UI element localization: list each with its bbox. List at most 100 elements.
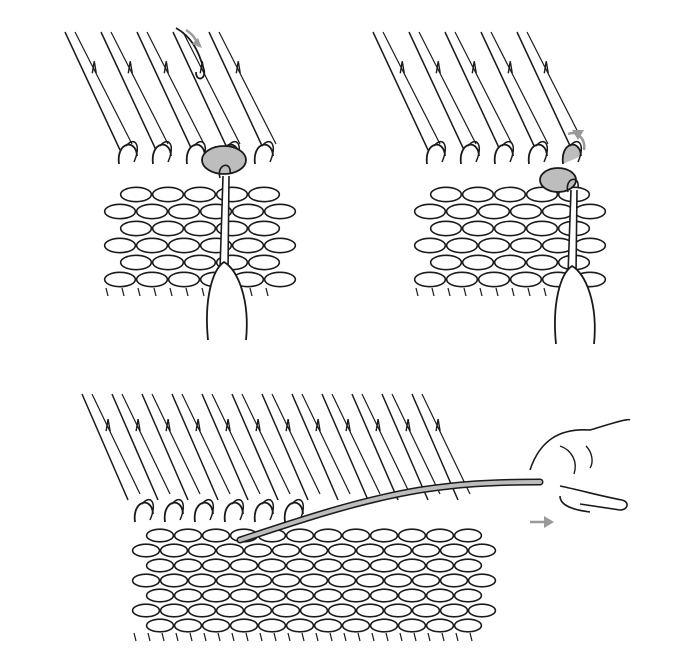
knit-stitch (153, 221, 184, 235)
knit-stitch (511, 272, 542, 286)
knit-stitch (231, 559, 258, 572)
needle-shank (122, 394, 170, 494)
knit-stitch (249, 221, 280, 235)
needle-latch (136, 419, 140, 431)
fabric-edge (302, 633, 304, 641)
knit-stitch (343, 619, 370, 632)
fabric-edge (218, 633, 220, 641)
knit-stitch (137, 272, 168, 286)
needle-shank (481, 32, 536, 150)
knit-stitch (217, 187, 248, 201)
needle-shank (362, 394, 410, 494)
fabric-edge (470, 633, 472, 641)
fabric-edge (186, 288, 188, 296)
knit-stitch (249, 187, 280, 201)
fabric-edge (266, 288, 268, 296)
knit-stitch (511, 238, 542, 252)
knit-stitch (147, 619, 174, 632)
knit-stitch (431, 221, 462, 235)
knit-stitch (203, 589, 230, 602)
needle-shank (332, 394, 380, 494)
knit-stitch (415, 238, 446, 252)
needle-shank (445, 32, 500, 150)
knit-stitch (447, 238, 478, 252)
knit-stitch (105, 272, 136, 286)
knit-stitch (301, 574, 328, 587)
knit-stitch (231, 619, 258, 632)
knit-stitch (399, 559, 426, 572)
knit-stitch (315, 619, 342, 632)
knit-stitch (315, 529, 342, 542)
knit-stitch (273, 604, 300, 617)
stitch-loops (427, 142, 582, 164)
knit-stitch (469, 604, 496, 617)
knit-stitch (203, 529, 230, 542)
fabric-edge (544, 288, 546, 296)
knit-stitch (455, 559, 482, 572)
needle-shank (392, 394, 440, 494)
knit-stitch (133, 604, 160, 617)
tool-shaft (568, 190, 577, 274)
knit-stitch (147, 589, 174, 602)
knit-stitch (431, 187, 462, 201)
knit-stitch (575, 204, 606, 218)
hand-outline (530, 420, 630, 512)
knit-stitch (273, 544, 300, 557)
needle-shank (455, 32, 512, 144)
knit-stitch (427, 589, 454, 602)
knit-stitch (161, 544, 188, 557)
fabric-edge (232, 633, 234, 641)
panel-step-3 (82, 394, 630, 641)
knit-stitch (431, 255, 462, 269)
arrow-head (192, 38, 202, 48)
fabric-edge (138, 288, 140, 296)
needle-latch (196, 419, 200, 431)
fabric-edge (344, 633, 346, 641)
knit-stitch (231, 589, 258, 602)
knit-stitch (175, 559, 202, 572)
knit-stitch (121, 221, 152, 235)
knit-stitch (479, 204, 510, 218)
knit-stitch (301, 544, 328, 557)
needle-shank (111, 32, 168, 144)
knit-stitch (153, 187, 184, 201)
needle-shank (152, 394, 200, 494)
fabric-edge (122, 288, 124, 296)
fabric-edge (260, 633, 262, 641)
knit-stitch (447, 204, 478, 218)
knit-stitch (343, 559, 370, 572)
needle-latch (400, 61, 404, 73)
needle-latch (544, 61, 548, 73)
knit-stitch (543, 204, 574, 218)
knit-stitch (527, 255, 558, 269)
knit-stitch (169, 238, 200, 252)
knit-stitch (169, 272, 200, 286)
needle-shank (183, 32, 240, 144)
knit-stitch (343, 529, 370, 542)
knit-stitch (371, 619, 398, 632)
knit-stitch (105, 204, 136, 218)
knit-stitch (357, 604, 384, 617)
needle-shank (272, 394, 320, 494)
knit-stitch (357, 574, 384, 587)
fabric-edge (134, 633, 136, 641)
needle-latch (226, 419, 230, 431)
knit-stitch (203, 559, 230, 572)
knit-stitch (233, 204, 264, 218)
needle-shank (242, 394, 290, 494)
stitch-loops (119, 142, 274, 164)
knit-stitch (301, 604, 328, 617)
knit-stitch (121, 255, 152, 269)
needle-bed (65, 32, 276, 150)
needle-shank (491, 32, 548, 144)
fabric-edge (414, 633, 416, 641)
needle-latch (406, 419, 410, 431)
knit-stitch (233, 238, 264, 252)
knit-stitch (175, 529, 202, 542)
needle-bed (373, 32, 584, 150)
needle-latch (316, 419, 320, 431)
transferred-loop (202, 146, 246, 174)
knit-stitch (133, 574, 160, 587)
panel-step-1 (65, 28, 295, 340)
